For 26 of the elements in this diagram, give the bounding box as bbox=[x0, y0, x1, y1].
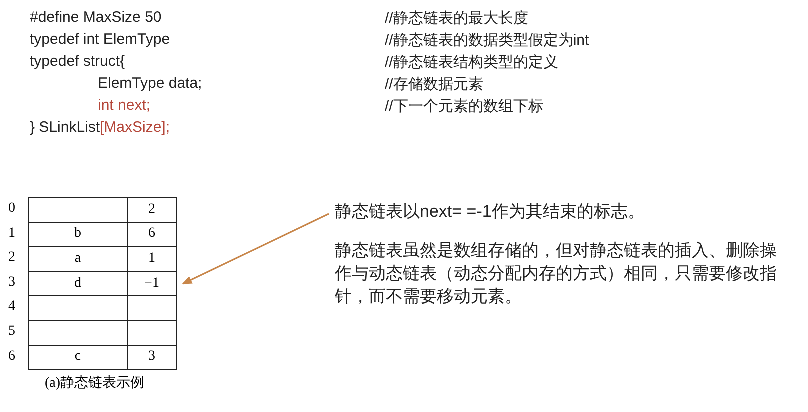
code-line: typedef int ElemType bbox=[30, 31, 170, 48]
row-index: 2 bbox=[8, 250, 16, 266]
table-cell: 2 bbox=[127, 197, 177, 223]
code-line: ElemType data; bbox=[98, 75, 202, 92]
code-comment: //下一个元素的数组下标 bbox=[385, 97, 544, 116]
table-cell: c bbox=[28, 344, 128, 370]
code-line: } SLinkList bbox=[30, 119, 100, 136]
code-comment: //静态链表的最大长度 bbox=[385, 9, 528, 28]
code-line: typedef struct{ bbox=[30, 53, 126, 70]
row-index: 3 bbox=[8, 274, 16, 291]
table-cell: 3 bbox=[127, 344, 177, 370]
code-line: [MaxSize]; bbox=[100, 119, 170, 136]
code-comment: //存储数据元素 bbox=[385, 75, 484, 94]
row-index: 4 bbox=[8, 299, 16, 316]
note-paragraph: 静态链表虽然是数组存储的，但对静态链表的插入、删除操作与动态链表（动态分配内存的方式）相同，只需要修改指针，而不需要移动元素。 bbox=[335, 240, 778, 308]
code-line: #define MaxSize 50 bbox=[30, 9, 162, 26]
row-index: 5 bbox=[8, 324, 16, 340]
row-index: 1 bbox=[8, 226, 16, 242]
code-line: int next; bbox=[98, 97, 151, 114]
code-comment: //静态链表结构类型的定义 bbox=[385, 53, 558, 72]
code-comment: //静态链表的数据类型假定为int bbox=[385, 31, 590, 50]
arrow bbox=[182, 213, 330, 285]
note-paragraph: 静态链表以next= =-1作为其结束的标志。 bbox=[335, 201, 646, 223]
row-index: 0 bbox=[8, 201, 16, 217]
row-index: 6 bbox=[8, 348, 16, 365]
table-caption: (a)静态链表示例 bbox=[45, 374, 145, 392]
